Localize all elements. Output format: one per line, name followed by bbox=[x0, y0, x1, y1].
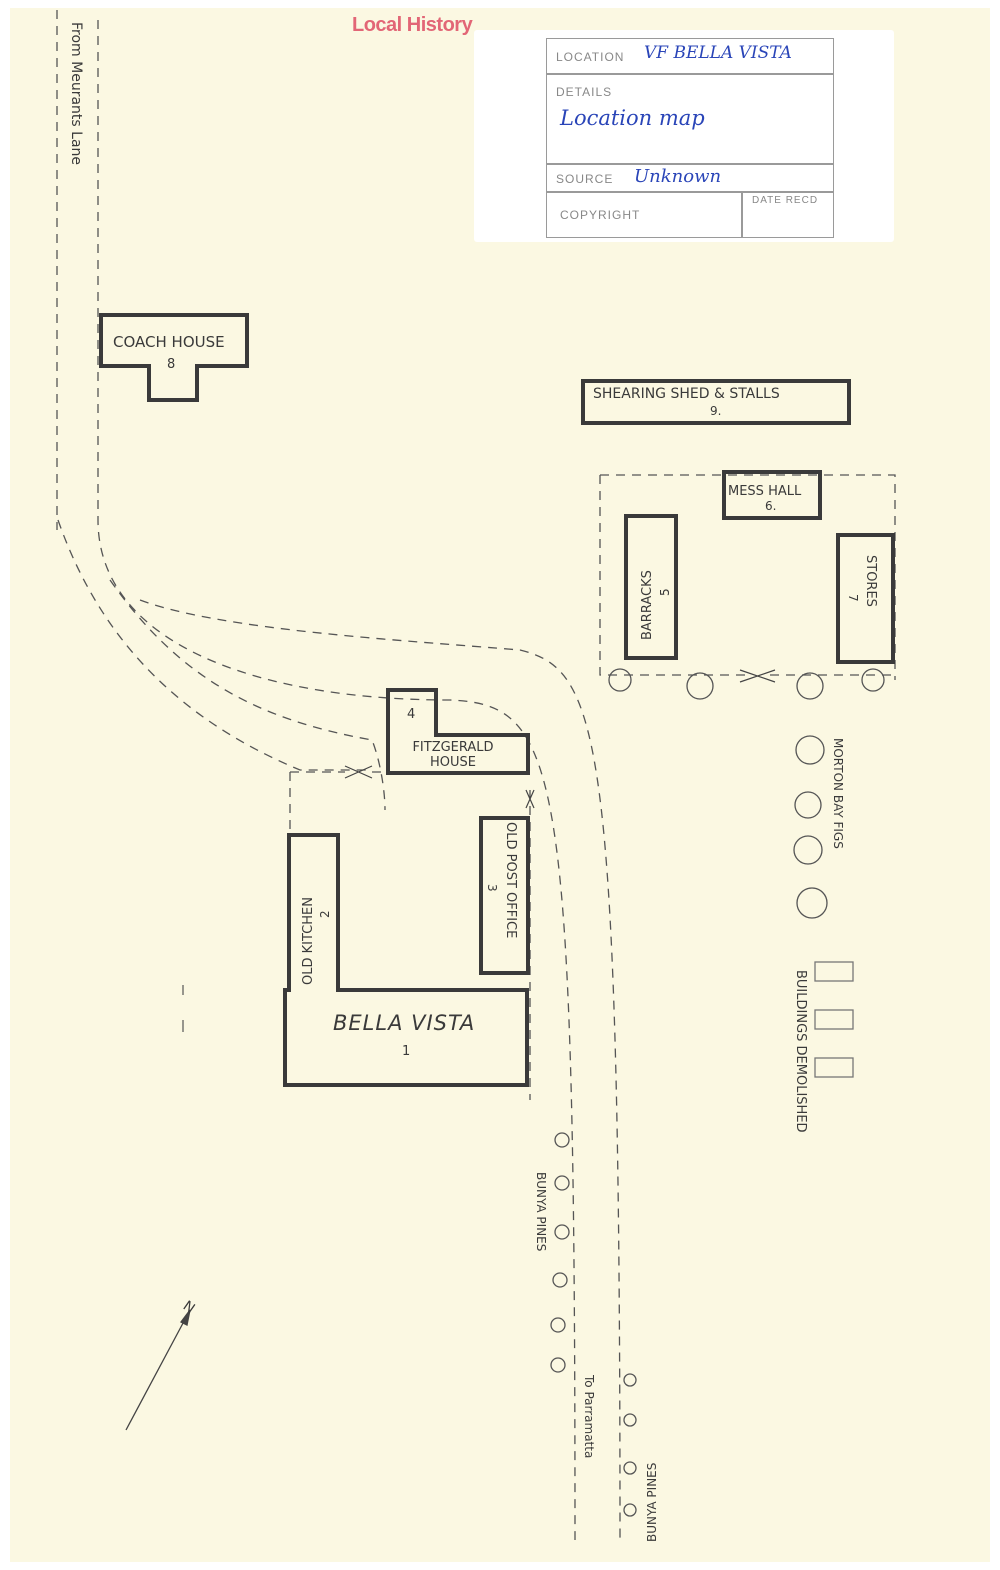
shearing-shed-label: SHEARING SHED & STALLS bbox=[593, 386, 780, 402]
coach-house-outline bbox=[99, 313, 249, 402]
driveway-1 bbox=[57, 519, 372, 771]
card-location-value: VF BELLA VISTA bbox=[644, 43, 792, 63]
old-kitchen-number: 2 bbox=[318, 910, 332, 918]
bunya-pines-label-2: BUNYA PINES bbox=[645, 1462, 659, 1542]
card-location-box bbox=[546, 38, 834, 74]
barracks-number: 5 bbox=[658, 588, 672, 596]
tree-icon bbox=[623, 1461, 637, 1475]
coach-house-number: 8 bbox=[167, 357, 176, 372]
demolished-building-2 bbox=[814, 1009, 854, 1030]
card-source-box bbox=[546, 164, 834, 192]
stores-number: 7 bbox=[846, 594, 860, 602]
north-arrow-icon bbox=[125, 1309, 191, 1431]
gate-3 bbox=[525, 789, 535, 809]
morton-bay-figs-label: MORTON BAY FIGS bbox=[831, 738, 845, 849]
mess-hall-outline bbox=[722, 470, 822, 520]
tree-icon bbox=[793, 835, 823, 865]
card-copyright-box bbox=[546, 192, 742, 238]
demolished-building-3 bbox=[814, 1057, 854, 1078]
card-details-value: Location map bbox=[560, 106, 705, 130]
card-location-label: LOCATION bbox=[556, 50, 625, 64]
tree-icon bbox=[554, 1175, 570, 1191]
shearing-shed-number: 9. bbox=[710, 404, 722, 418]
fitzgerald-house-label: FITZGERALD HOUSE bbox=[412, 740, 494, 770]
map-sheet bbox=[10, 8, 990, 1562]
mess-hall-label: MESS HALL bbox=[728, 484, 802, 499]
buildings-demolished-label: BUILDINGS DEMOLISHED bbox=[793, 970, 808, 1133]
bunya-pines-label-1: BUNYA PINES bbox=[534, 1172, 548, 1252]
tree-icon bbox=[623, 1373, 637, 1387]
stores-label: STORES bbox=[863, 555, 878, 607]
mess-hall-number: 6. bbox=[765, 499, 777, 513]
stores-outline bbox=[836, 533, 895, 664]
tree-icon bbox=[861, 668, 885, 692]
tree-icon bbox=[795, 735, 825, 765]
tree-icon bbox=[623, 1503, 637, 1517]
road-label-parramatta: To Parramatta bbox=[582, 1375, 596, 1459]
shearing-shed-outline bbox=[581, 379, 851, 425]
tree-icon bbox=[550, 1357, 566, 1373]
old-post-office-label: OLD POST OFFICE bbox=[503, 822, 518, 939]
road-edge-left bbox=[97, 20, 576, 1541]
fitzgerald-house-number: 4 bbox=[407, 707, 416, 722]
tree-icon bbox=[623, 1413, 637, 1427]
bella-vista-number: 1 bbox=[402, 1044, 411, 1059]
card-details-box bbox=[546, 74, 834, 164]
card-date-label: DATE RECD bbox=[752, 195, 819, 206]
card-date-box bbox=[742, 192, 834, 238]
driveway-2 bbox=[109, 579, 386, 811]
card-source-label: SOURCE bbox=[556, 172, 614, 186]
tree-icon bbox=[794, 791, 822, 819]
gate-1 bbox=[344, 765, 373, 779]
card-details-label: DETAILS bbox=[556, 85, 613, 99]
gate-2 bbox=[739, 669, 776, 683]
catalogue-card: LOCATION VF BELLA VISTA DETAILS Location… bbox=[474, 30, 894, 242]
old-kitchen-label: OLD KITCHEN bbox=[301, 897, 316, 985]
road-label-meurants-lane: From Meurants Lane bbox=[68, 22, 84, 166]
coach-house-label: COACH HOUSE bbox=[113, 333, 225, 351]
fitzgerald-house-outline bbox=[386, 688, 530, 775]
barracks-label: BARRACKS bbox=[640, 570, 655, 640]
tree-icon bbox=[552, 1272, 568, 1288]
card-copyright-label: COPYRIGHT bbox=[560, 208, 641, 222]
tree-icon bbox=[686, 672, 714, 700]
tree-icon bbox=[554, 1132, 570, 1148]
tree-icon bbox=[554, 1224, 570, 1240]
tree-icon bbox=[608, 668, 632, 692]
road-edge-right bbox=[139, 599, 621, 1541]
barracks-outline bbox=[624, 514, 678, 660]
tree-icon bbox=[550, 1317, 566, 1333]
tree-icon bbox=[796, 887, 828, 919]
tree-icon bbox=[796, 672, 824, 700]
old-post-office-number: 3 bbox=[485, 884, 499, 892]
local-history-stamp: Local History bbox=[352, 14, 473, 36]
barracks-fence bbox=[599, 474, 896, 680]
bella-vista-label: BELLA VISTA bbox=[333, 1011, 476, 1035]
demolished-building-1 bbox=[814, 961, 854, 982]
bella-vista-outline bbox=[283, 833, 529, 1087]
old-post-office-outline bbox=[479, 816, 530, 975]
card-source-value: Unknown bbox=[634, 166, 722, 187]
